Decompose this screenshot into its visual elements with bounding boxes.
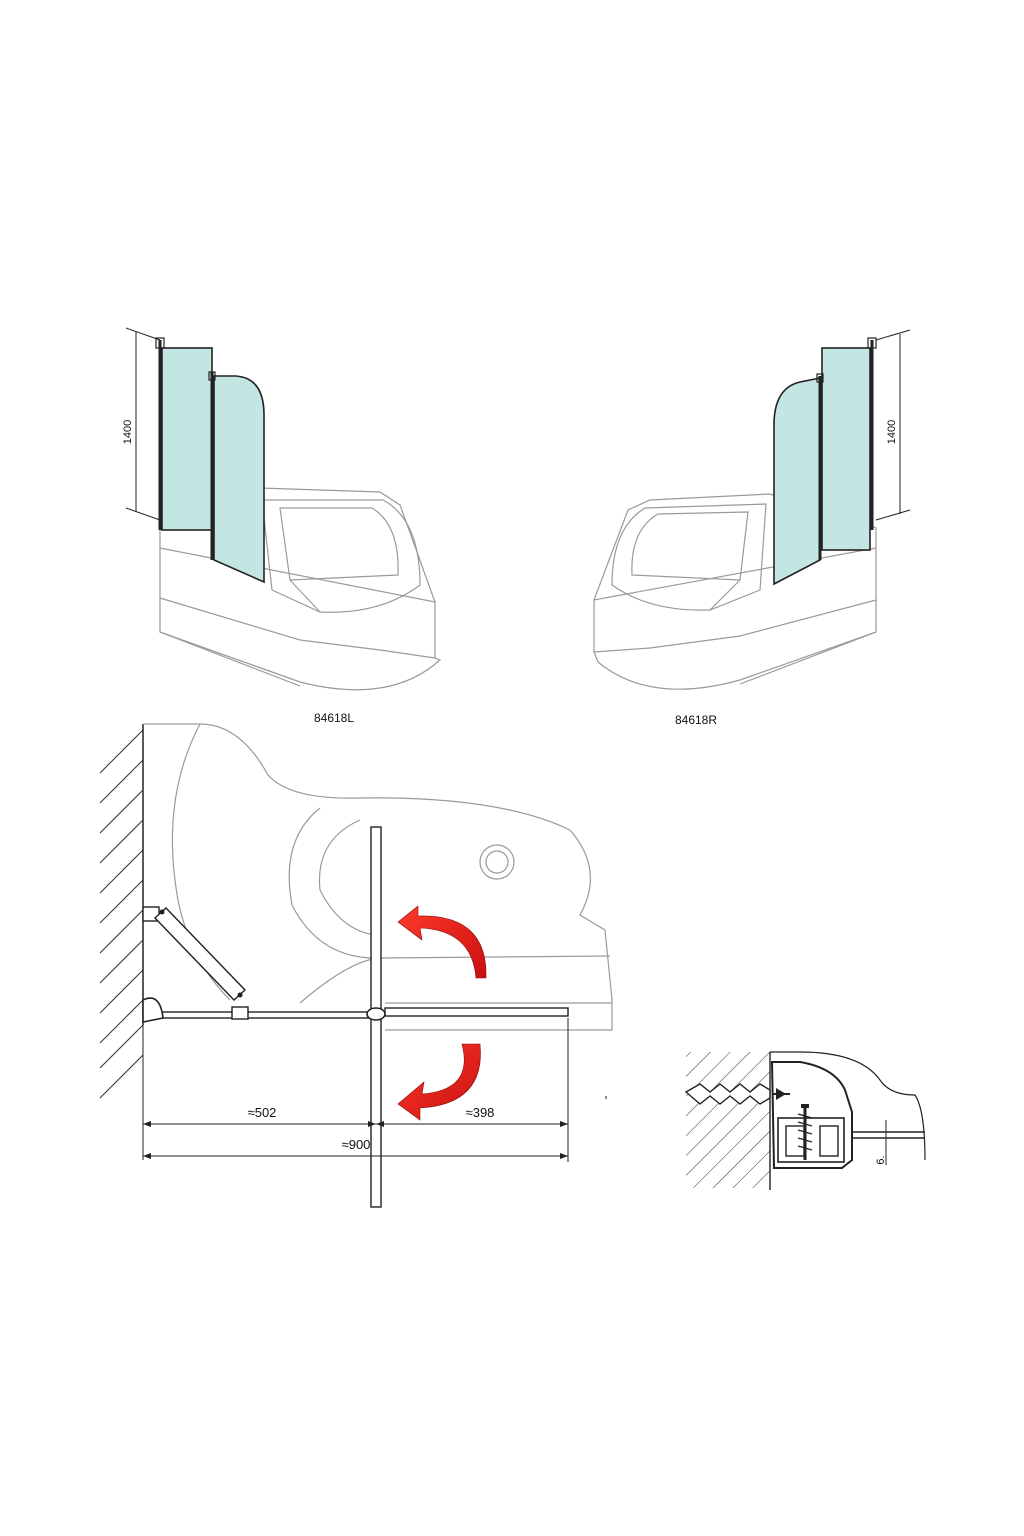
- bathtub-right: [593, 493, 877, 690]
- plan-view: ≈502 ≈398 ≈900: [99, 723, 613, 1208]
- height-dimension-left: 1400: [122, 327, 161, 521]
- wall-section-hatch: [686, 1052, 770, 1188]
- height-dimension-right: 1400: [875, 329, 911, 521]
- height-dim-label-left: 1400: [122, 420, 134, 444]
- profile-dim-label: 6.: [875, 1155, 887, 1164]
- screw-icon: [797, 1104, 813, 1160]
- hinge-icon: [366, 1007, 386, 1021]
- view-right: 1400 84618R: [593, 329, 911, 727]
- glass-panel-fixed: [161, 347, 213, 531]
- glass-screen-right: [773, 337, 877, 586]
- glass-panel-swing: [773, 377, 821, 586]
- dim-left-width: ≈502: [248, 1105, 277, 1120]
- glass-panel-fixed: [821, 347, 871, 551]
- fixed-panel-closed: [159, 1011, 373, 1019]
- dim-total-width: ≈900: [342, 1137, 371, 1152]
- swing-arrow-up: [397, 905, 487, 979]
- swing-arrow-down: [397, 1043, 481, 1121]
- model-label-left: 84618L: [314, 711, 354, 725]
- glass-panel-swing: [213, 375, 265, 584]
- plan-dimensions: ≈502 ≈398 ≈900: [142, 1018, 569, 1162]
- height-dim-label-right: 1400: [886, 420, 898, 444]
- wall-hatching: [99, 724, 144, 1099]
- glass-screen-left: [155, 337, 265, 584]
- swing-panel-closed: [384, 1007, 569, 1017]
- view-left: 1400 84618L: [122, 327, 442, 725]
- support-arm: [142, 906, 249, 1020]
- model-label-right: 84618R: [675, 713, 717, 727]
- wall-profile: [142, 997, 164, 1023]
- wall-anchor-icon: [684, 1083, 790, 1105]
- dim-right-width: ≈398: [466, 1105, 495, 1120]
- profile-detail: 6.: [684, 1051, 926, 1190]
- bathtub-left: [159, 487, 442, 691]
